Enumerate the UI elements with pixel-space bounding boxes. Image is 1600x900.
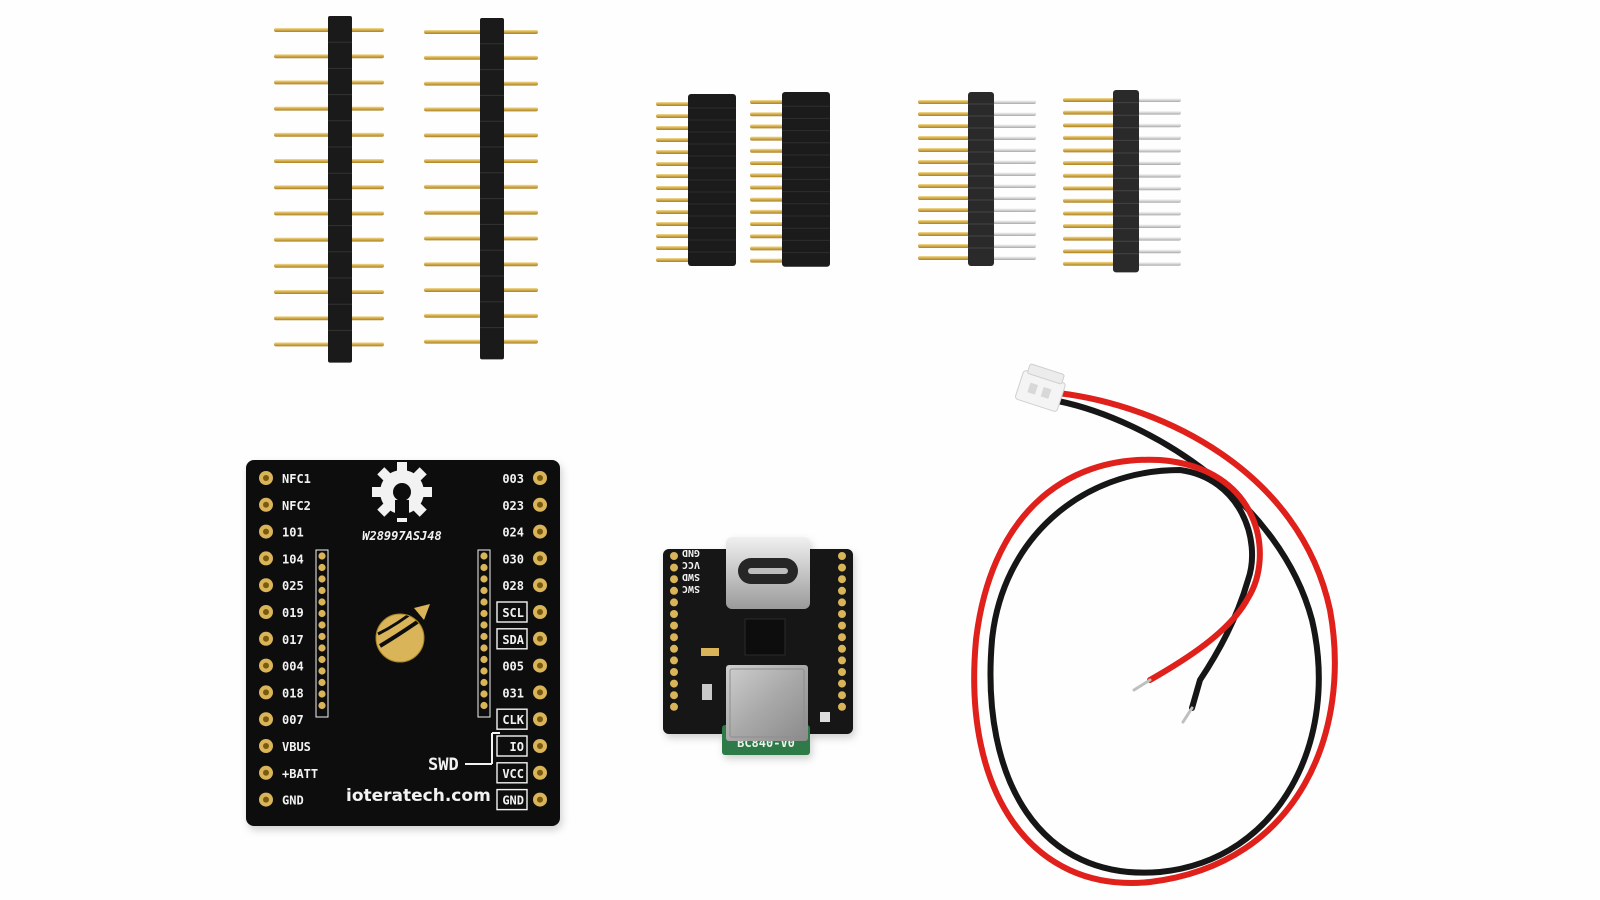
pin-label-right: 028 (502, 579, 524, 593)
module-pin-label: GND (682, 547, 700, 558)
module-pin-label: VCC (682, 559, 700, 570)
pin-label-right: 023 (502, 499, 524, 513)
pin-header-female-2 (750, 92, 830, 267)
pin-label-right: 005 (502, 660, 524, 674)
module-pin-label: SWC (682, 583, 700, 594)
website-label: ioteratech.com (346, 786, 491, 806)
pin-label-right: 031 (502, 686, 524, 700)
pin-label-right: GND (502, 794, 524, 808)
pin-header-dual-2 (1063, 90, 1181, 273)
pin-headers (274, 16, 1181, 363)
pin-header-left-2 (424, 18, 538, 360)
pin-label-right: 024 (502, 526, 524, 540)
pin-label-left: 025 (282, 579, 304, 593)
pin-label-left: VBUS (282, 740, 311, 754)
pin-label-left: 018 (282, 686, 304, 700)
usb-c-connector (726, 537, 810, 609)
pin-label-right: VCC (502, 767, 524, 781)
pin-label-left: 104 (282, 552, 304, 566)
pin-label-right: 030 (502, 552, 524, 566)
pin-label-right: SDA (502, 633, 524, 647)
jst-cable (971, 363, 1338, 886)
pin-label-right: 003 (502, 472, 524, 486)
pin-label-right: IO (510, 740, 524, 754)
pin-label-left: 101 (282, 526, 304, 540)
pin-header-dual-1 (918, 92, 1036, 266)
pin-label-left: +BATT (282, 767, 318, 781)
swd-label: SWD (428, 755, 459, 775)
rf-shield (726, 665, 808, 741)
pin-label-left: 004 (282, 660, 304, 674)
pin-label-left: 019 (282, 606, 304, 620)
pin-label-left: GND (282, 794, 304, 808)
module-pin-label: SWD (682, 571, 700, 582)
pin-label-left: NFC2 (282, 499, 311, 513)
rocket-logo (375, 604, 430, 663)
gear-icon (372, 462, 432, 522)
pin-label-right: CLK (502, 713, 524, 727)
pin-label-left: 017 (282, 633, 304, 647)
pin-header-female-1 (656, 94, 736, 266)
pin-label-right: SCL (502, 606, 524, 620)
pin-label-left: 007 (282, 713, 304, 727)
pin-header-left-1 (274, 16, 384, 363)
part-code: W28997ASJ48 (362, 529, 441, 543)
pin-label-left: NFC1 (282, 472, 311, 486)
